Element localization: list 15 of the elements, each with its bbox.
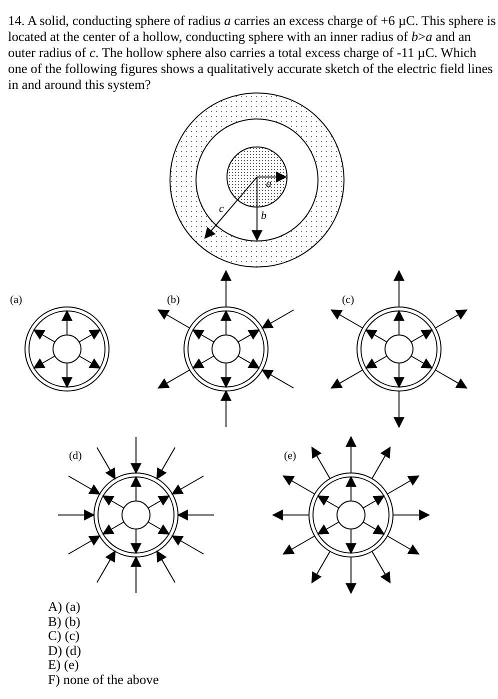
answer-choice: B) (b) xyxy=(48,614,80,628)
figure-label: (d) xyxy=(69,449,82,464)
figure-label: (c) xyxy=(342,293,354,308)
answer-choice: C) (c) xyxy=(48,629,80,643)
figure-label: (b) xyxy=(167,293,180,308)
answer-choice: A) (a) xyxy=(48,600,80,614)
radius-label: c xyxy=(219,204,224,215)
question-text: 14. A solid, conducting sphere of radius a carries an excess charge of +6 µC. This sphere is located at the center of a hollow, conducting sphere with an inner radius of b>a and an outer radius of c. The hollow sphere also carries a total excess charge of -11 µC. Which one of the following figures shows a qualitatively accurate sketch of the electric field lines in and around this system? xyxy=(8,13,496,93)
radius-label: a xyxy=(266,179,272,190)
radius-label: b xyxy=(261,211,266,222)
answer-choice: D) (d) xyxy=(48,644,82,658)
answer-choice: F) none of the above xyxy=(48,672,159,686)
figure-label: (a) xyxy=(10,293,22,308)
answer-choice: E) (e) xyxy=(48,658,79,672)
figure-label: (e) xyxy=(284,449,296,464)
